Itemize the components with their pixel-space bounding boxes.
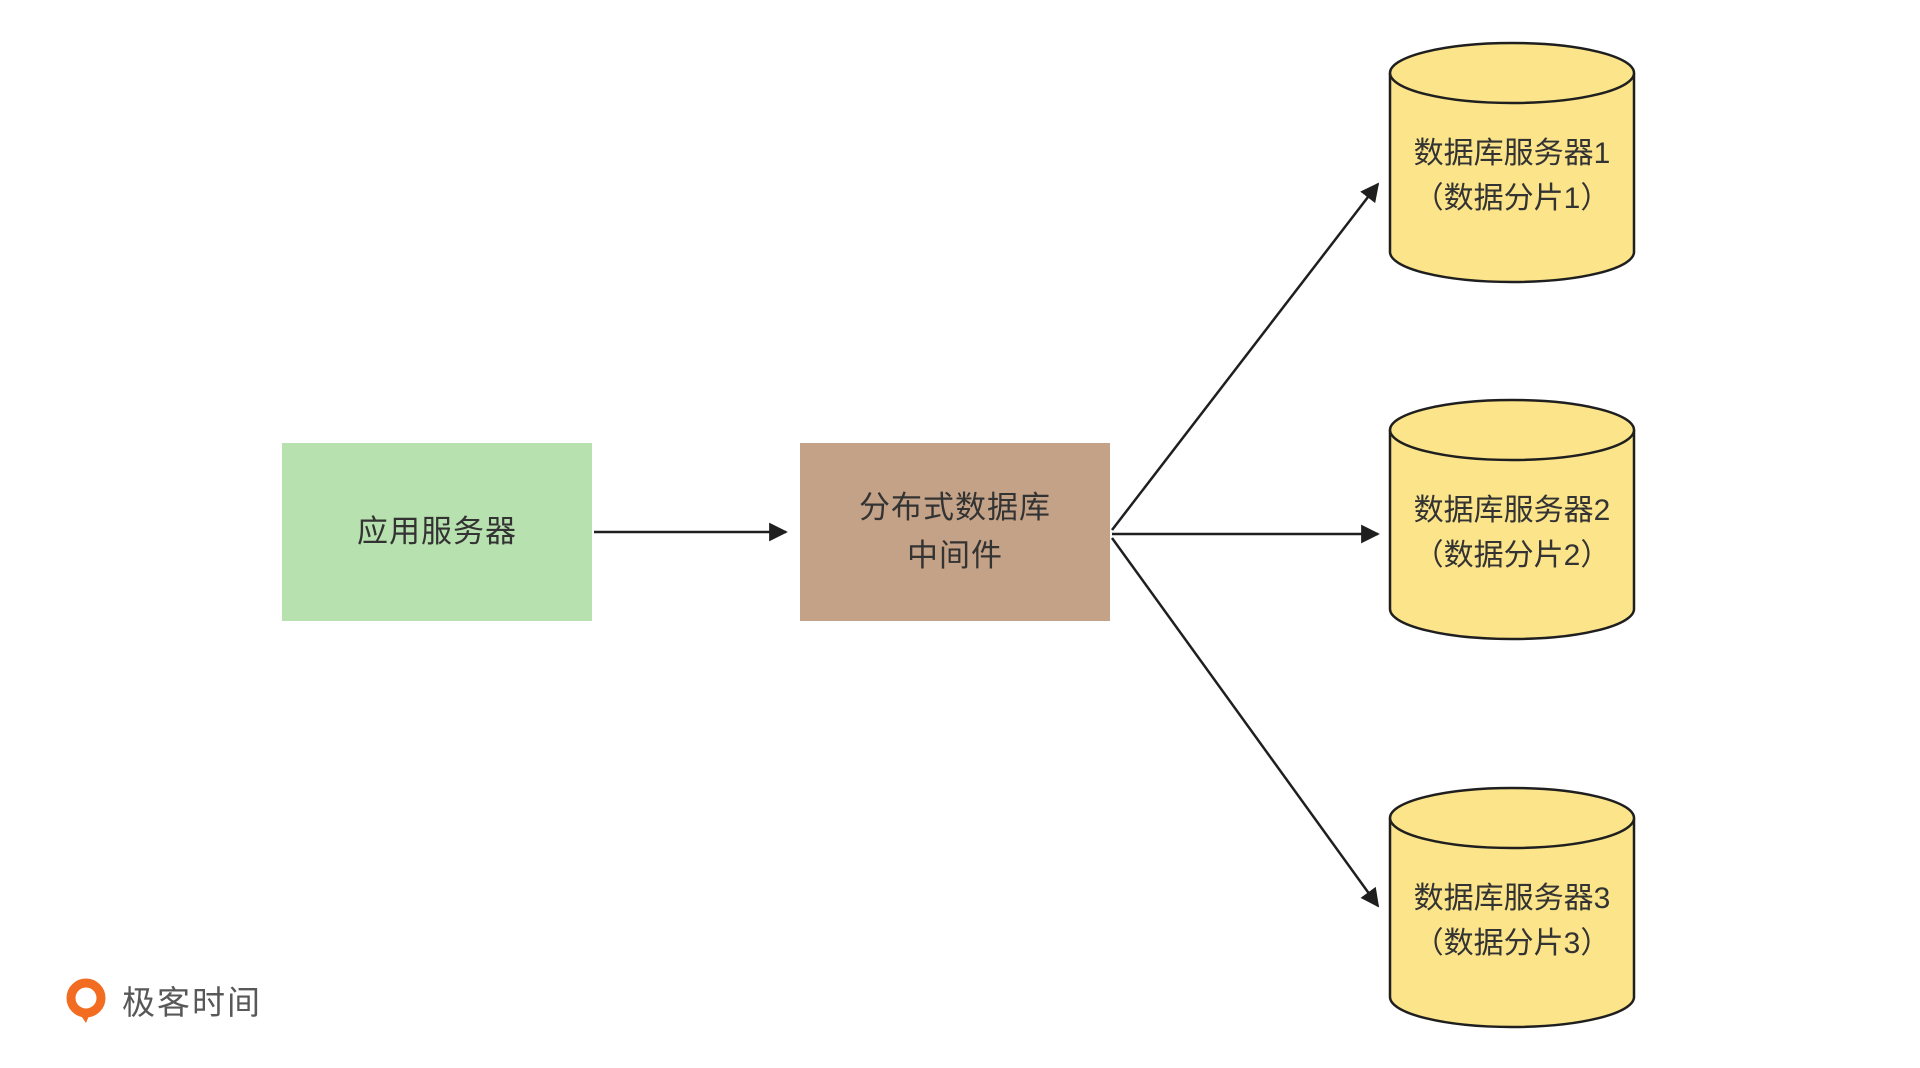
database-1-shard: （数据分片1） [1413, 181, 1611, 215]
cylinder-top [1388, 398, 1636, 462]
geektime-logo: 极客时间 [62, 976, 262, 1024]
database-3-shard: （数据分片3） [1413, 926, 1611, 960]
database-3-label: 数据库服务器3 （数据分片3） [1390, 788, 1634, 1027]
middleware-label-line1: 分布式数据库 [859, 489, 1051, 525]
app-server-box: 应用服务器 [282, 443, 592, 621]
middleware-box: 分布式数据库 中间件 [800, 443, 1110, 621]
geektime-logo-icon [66, 978, 106, 1023]
cylinder-body [1388, 818, 1636, 1029]
logo-ring [66, 978, 106, 1018]
app-server-label: 应用服务器 [357, 513, 517, 549]
cylinder-body [1388, 430, 1636, 641]
database-cylinder-3 [1388, 786, 1636, 1029]
database-2-shard: （数据分片2） [1413, 538, 1611, 572]
logo-tail [77, 1010, 91, 1023]
arrow-middleware-to-db3 [1110, 537, 1380, 908]
database-cylinder-1 [1388, 41, 1636, 284]
database-2-name: 数据库服务器2 [1413, 493, 1611, 527]
cylinder-top [1388, 41, 1636, 105]
database-3-name: 数据库服务器3 [1413, 881, 1611, 915]
cylinder-body [1388, 73, 1636, 284]
geektime-logo-text: 极客时间 [122, 984, 262, 1021]
database-1-label: 数据库服务器1 （数据分片1） [1390, 43, 1634, 282]
arrow-middleware-to-db1 [1111, 182, 1380, 531]
cylinder-top [1388, 786, 1636, 850]
database-cylinder-2 [1388, 398, 1636, 641]
middleware-label-line2: 中间件 [907, 538, 1003, 573]
database-2-label: 数据库服务器2 （数据分片2） [1390, 400, 1634, 639]
database-1-name: 数据库服务器1 [1413, 136, 1611, 170]
